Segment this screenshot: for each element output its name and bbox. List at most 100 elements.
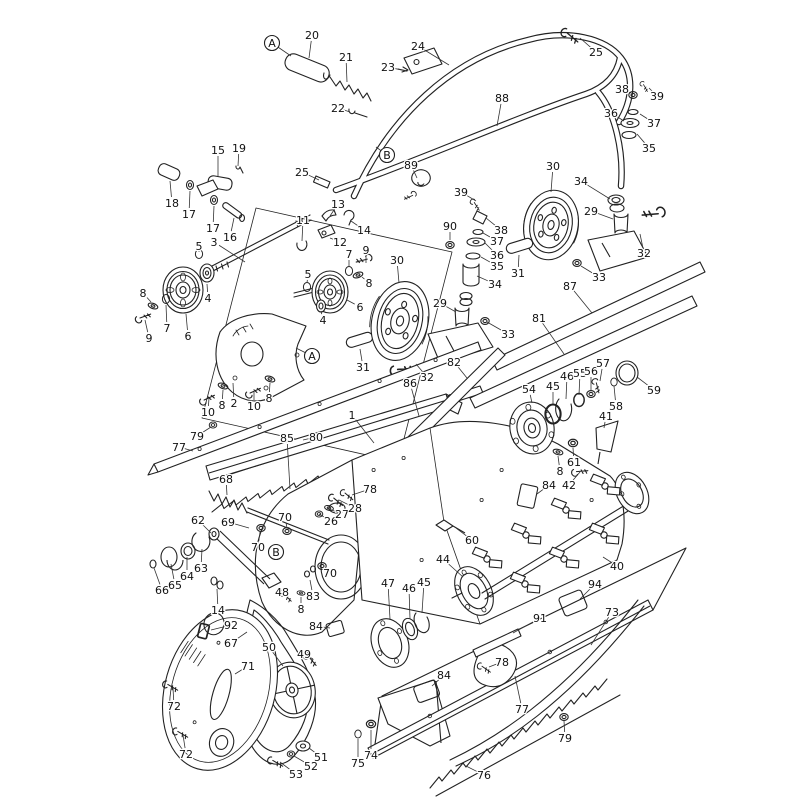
leader-line-1 (355, 419, 375, 444)
callout-69: 69 (221, 516, 235, 529)
leader-line-22 (343, 109, 351, 113)
belt-drive (161, 599, 321, 771)
swing-arm (213, 530, 282, 589)
decal (196, 622, 211, 640)
leader-line-89 (413, 170, 418, 179)
callout-39: 39 (454, 186, 468, 199)
leader-line-68 (225, 484, 228, 496)
leader-line-65 (170, 563, 175, 580)
caster-fork-bracket (587, 230, 649, 272)
view-ref-B: B (272, 546, 280, 559)
callout-29: 29 (584, 205, 598, 218)
leader-line-8 (268, 382, 271, 393)
callout-24: 24 (411, 40, 425, 53)
flange-holes (619, 474, 642, 509)
leader-line-67 (235, 631, 248, 640)
leader-line-10 (208, 397, 210, 407)
leader-line-57 (599, 368, 603, 382)
callout-74: 74 (364, 749, 378, 762)
lug-hole (402, 332, 409, 340)
plate-bore (240, 341, 264, 367)
callout-5: 5 (305, 268, 312, 281)
washer-icon (146, 301, 160, 311)
callout-32: 32 (420, 371, 434, 384)
bolt-icon (197, 390, 217, 408)
cover-inner-line (169, 617, 271, 763)
callout-87: 87 (563, 280, 577, 293)
leader-line-86 (411, 388, 420, 417)
caster-fork-bracket (427, 322, 494, 364)
decal (516, 483, 539, 509)
callout-35: 35 (490, 260, 504, 273)
leader-line-2 (232, 382, 235, 398)
lever-bracket (196, 179, 219, 197)
leader-line-39 (648, 87, 654, 93)
flat-washer (472, 228, 484, 236)
leader-line-35 (480, 256, 492, 264)
leader-line-25 (579, 37, 592, 49)
callout-57: 57 (596, 357, 610, 370)
callout-38: 38 (494, 224, 508, 237)
washer-icon (610, 377, 618, 387)
callout-78: 78 (363, 483, 377, 496)
tension-spring-coil (208, 490, 248, 514)
callout-64: 64 (180, 570, 194, 583)
flange-holes (377, 620, 402, 664)
leader-line-58 (613, 385, 616, 401)
spacer-washers (210, 576, 224, 590)
leader-line-54 (529, 394, 533, 404)
leader-line-73 (590, 616, 610, 646)
spring-pin (348, 108, 368, 118)
caster-left (345, 197, 494, 380)
callout-41: 41 (599, 410, 613, 423)
callout-91: 91 (533, 612, 547, 625)
belt-cover (161, 609, 279, 771)
callout-1: 1 (349, 409, 356, 422)
leader-line-40 (602, 556, 613, 564)
callout-8: 8 (298, 603, 305, 616)
grip-ring (209, 194, 219, 206)
panel-holes (371, 456, 594, 588)
leader-line-55 (578, 378, 581, 396)
callout-33: 33 (592, 271, 606, 284)
callout-17: 17 (182, 208, 196, 221)
callout-21: 21 (339, 51, 353, 64)
callout-22: 22 (331, 102, 345, 115)
callout-9: 9 (146, 332, 153, 345)
callout-20: 20 (305, 29, 319, 42)
leader-line-35 (636, 133, 646, 144)
axle-bolt-icon (640, 203, 668, 224)
cover-slot (209, 668, 232, 721)
leader-line-12 (329, 237, 335, 241)
leader-line-66 (153, 567, 161, 585)
leader-line-4 (206, 283, 208, 293)
callout-72: 72 (167, 700, 181, 713)
rotor-end-flange-right (614, 471, 650, 515)
rotor-end-flange-left (454, 566, 494, 616)
leader-line-77 (514, 675, 522, 704)
idler-parts (296, 209, 355, 251)
leader-line-72 (182, 734, 186, 749)
callout-68: 68 (219, 473, 233, 486)
callout-4: 4 (205, 292, 212, 305)
pulley-spokes (268, 665, 316, 715)
stem-bushing (462, 263, 480, 287)
callout-90: 90 (443, 220, 457, 233)
handle-mount-bracket (411, 169, 431, 187)
tensioner-linkage (149, 488, 356, 638)
reinforcement-strip (472, 628, 522, 658)
leader-line-83 (309, 579, 313, 591)
callout-14: 14 (357, 224, 371, 237)
input-shaft (211, 214, 312, 272)
leader-line-14 (350, 220, 360, 227)
snap-ring (296, 240, 308, 251)
flange-holes (454, 569, 494, 613)
cap-disc (466, 237, 486, 247)
washer-large-icon (573, 392, 585, 408)
caster-bearing (607, 194, 625, 213)
brush-flange (370, 618, 410, 668)
view-ref-B: B (383, 149, 391, 162)
drive-shaft-and-pulleys (133, 209, 374, 326)
flange-face (614, 471, 650, 515)
